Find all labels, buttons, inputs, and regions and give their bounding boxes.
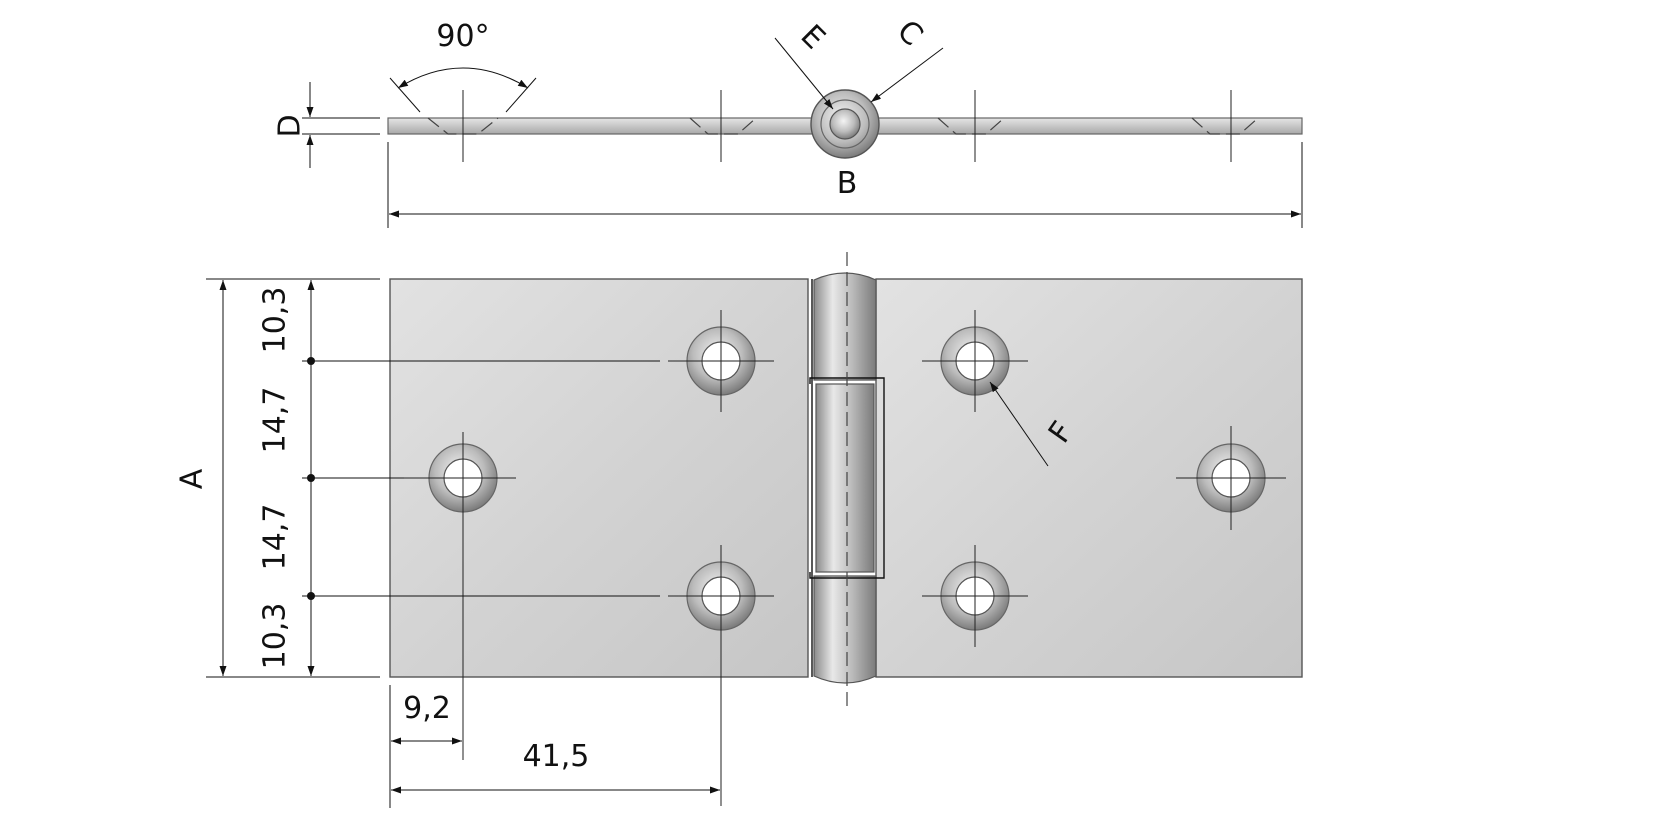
- dimension-9-2-label: 9,2: [403, 691, 451, 726]
- leader-e: [774, 37, 834, 110]
- dimension-lower-spacing-label: 14,7: [258, 504, 293, 571]
- front-view-dimensions: A 10,3 14,7 14,7 10,3 9,2 41,5: [175, 278, 720, 808]
- angle-arc: [397, 67, 529, 89]
- dimension-bottom-edge-label: 10,3: [258, 603, 293, 670]
- hole-left-outer: [400, 432, 516, 760]
- dimension-a-label: A: [175, 468, 210, 489]
- knuckle-barrel-middle: [815, 383, 875, 573]
- dimension-b-label: B: [837, 166, 858, 201]
- side-view: D 90° E C B: [273, 14, 1303, 228]
- dimension-41-5-label: 41,5: [523, 739, 590, 774]
- knuckle-barrel-bottom: [813, 575, 877, 684]
- hole-left-bottom: [668, 545, 774, 806]
- dimension-top-edge-label: 10,3: [258, 287, 293, 354]
- label-e: E: [794, 18, 832, 56]
- side-view-pin: [829, 108, 861, 140]
- hole-right-outer: [1176, 426, 1286, 530]
- hole-right-top: [922, 310, 1028, 412]
- angle-label: 90°: [436, 19, 489, 54]
- leader-c: [870, 47, 944, 103]
- dimension-upper-spacing-label: 14,7: [258, 387, 293, 454]
- leader-f: [989, 381, 1049, 467]
- knuckle-barrel-top: [813, 272, 877, 381]
- front-view: F: [389, 252, 1303, 806]
- hole-right-bottom: [922, 545, 1028, 647]
- hole-left-top: [668, 310, 774, 412]
- label-c: C: [890, 14, 930, 54]
- dimension-d-label: D: [273, 114, 308, 137]
